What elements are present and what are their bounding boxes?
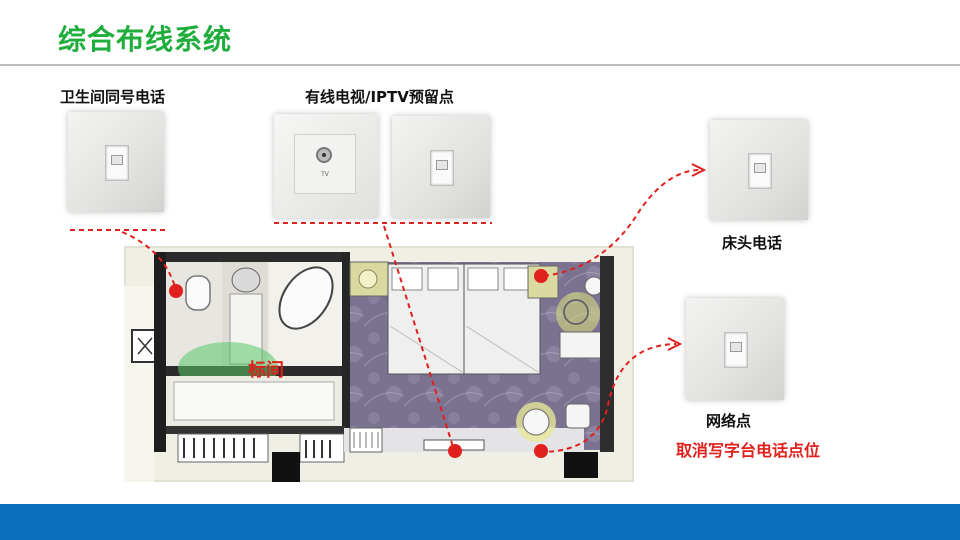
- tv-socket-plate: TV: [274, 114, 378, 218]
- iptv-socket-plate: [392, 116, 490, 218]
- room-type-tag: 标间: [247, 359, 284, 381]
- bedside-phone-leader: [543, 169, 701, 277]
- label-bathroom-phone: 卫生间同号电话: [60, 88, 166, 106]
- label-bedside-phone: 床头电话: [722, 234, 783, 252]
- phone-socket-bedside: [710, 120, 808, 220]
- arrow-head-icon: [667, 337, 683, 351]
- data-jack-icon: [724, 332, 748, 368]
- point-tv: [448, 444, 462, 458]
- coax-port-icon: [316, 147, 332, 163]
- label-network-point: 网络点: [706, 412, 752, 430]
- arrow-head-icon: [691, 163, 707, 177]
- tv-leader: [383, 225, 455, 451]
- point-bathroom-phone: [169, 284, 183, 298]
- network-socket-plate: [686, 298, 784, 400]
- label-cancel-desk-phone: 取消写字台电话点位: [676, 441, 821, 460]
- room-floor-plan: 标间: [124, 246, 634, 482]
- tv-socket-text: TV: [321, 171, 329, 178]
- title-divider: [0, 64, 960, 66]
- page-title: 综合布线系统: [58, 23, 233, 56]
- phone-socket-bathroom: [68, 112, 164, 212]
- phone-jack-icon: [105, 145, 129, 181]
- network-leader: [539, 343, 677, 453]
- tv-socket-face: TV: [294, 134, 356, 194]
- label-cable-tv: 有线电视/IPTV预留点: [305, 88, 454, 106]
- point-bedside-phone: [534, 269, 548, 283]
- bottom-bar: [0, 504, 960, 540]
- bathroom-phone-leader: [121, 231, 177, 291]
- phone-jack-icon: [748, 153, 772, 189]
- data-jack-icon: [430, 150, 454, 186]
- point-network: [534, 444, 548, 458]
